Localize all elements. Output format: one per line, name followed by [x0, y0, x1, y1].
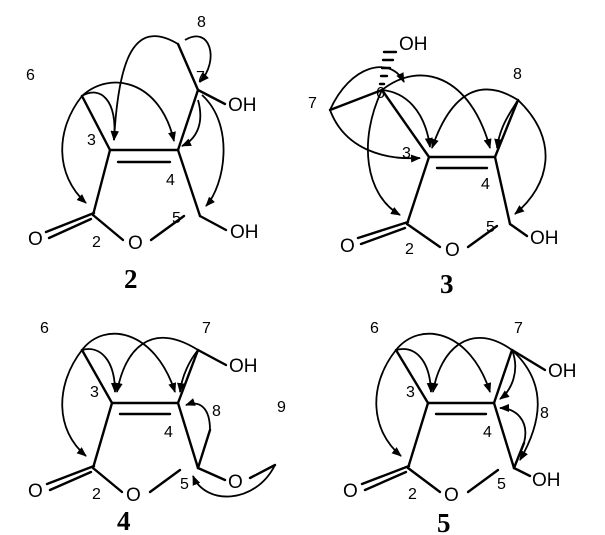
compound-3-atom-number: 7 [308, 95, 317, 112]
compound-5-bonds [360, 348, 547, 494]
compound-5-hmbc-arrows [375, 332, 539, 461]
compound-4-atom-number: 2 [92, 486, 101, 503]
compound-3-atom-number: 8 [513, 66, 522, 83]
compound-2-ring-oxygen: O [128, 233, 143, 254]
compound-5-hydroxyl-label: OH [548, 361, 577, 382]
compound-3: 6 7 8 3 4 2 5 OH O O OH 3 [308, 34, 559, 299]
compound-3-atom-number: 5 [486, 219, 495, 236]
compound-5-atom-number: 2 [408, 486, 417, 503]
compound-5: 6 7 8 3 4 2 5 OH O O OH 5 [343, 320, 577, 535]
compound-4-bonds [45, 348, 277, 494]
compound-4-atom-number: 8 [212, 403, 221, 420]
compound-5-atom-number: 8 [540, 405, 549, 422]
compound-2-atom-number: 4 [166, 172, 175, 189]
compound-5-atom-number: 6 [370, 320, 379, 337]
compound-5-atom-number: 5 [497, 476, 506, 493]
compound-3-label: 3 [440, 269, 454, 299]
compound-5-ring-oxygen: O [444, 485, 459, 506]
compound-5-atom-number: 7 [514, 320, 523, 337]
compound-2-label: 2 [124, 264, 138, 294]
compound-3-atom-number: 2 [405, 241, 414, 258]
compound-2-hydroxyl-label: OH [228, 95, 257, 116]
compound-2-labels: 6 8 7 3 4 2 5 OH O O OH [26, 14, 259, 254]
compound-4-atom-number: 5 [180, 476, 189, 493]
compound-2-atom-number: 3 [87, 132, 96, 149]
compound-2-atom-number: 2 [92, 234, 101, 251]
compound-5-atom-number: 3 [406, 384, 415, 401]
compound-5-label: 5 [437, 508, 451, 535]
compound-3-carbonyl-oxygen: O [340, 236, 355, 257]
compound-4-hydroxyl-label: OH [229, 356, 258, 377]
compound-4-label: 4 [117, 506, 131, 535]
compound-3-hydroxyl-label: OH [399, 34, 428, 55]
compound-4-hmbc-arrows [61, 332, 276, 498]
compound-2-hmbc-arrows [61, 35, 225, 207]
compound-3-hydroxyl-label: OH [530, 228, 559, 249]
compound-5-hydroxyl-label: OH [532, 470, 561, 491]
compound-5-carbonyl-oxygen: O [343, 481, 358, 502]
compound-3-labels: 6 7 8 3 4 2 5 OH O O OH [308, 34, 559, 261]
compound-4-atom-number: 4 [164, 424, 173, 441]
compound-3-atom-number: 4 [481, 176, 490, 193]
compound-2-atom-number: 5 [172, 210, 181, 227]
compound-4-carbonyl-oxygen: O [28, 481, 43, 502]
compound-4-atom-number: 6 [40, 320, 49, 337]
compound-2: 6 8 7 3 4 2 5 OH O O OH 2 [26, 14, 259, 294]
compound-2-atom-number: 6 [26, 67, 35, 84]
compound-4: 6 7 8 9 3 4 2 5 OH O O O 4 [28, 320, 286, 535]
compound-3-atom-number: 3 [402, 145, 411, 162]
compound-4-atom-number: 7 [202, 320, 211, 337]
compound-5-atom-number: 4 [483, 424, 492, 441]
compound-4-methoxy-oxygen: O [228, 472, 243, 493]
compound-3-ring-oxygen: O [445, 240, 460, 261]
compound-3-atom-number: 6 [376, 85, 385, 102]
compound-2-atom-number: 7 [196, 69, 205, 86]
compound-2-hydroxyl-label: OH [230, 222, 259, 243]
compound-3-hmbc-arrows [329, 66, 547, 216]
compound-4-atom-number: 3 [90, 384, 99, 401]
compound-2-atom-number: 8 [197, 14, 206, 31]
compound-2-carbonyl-oxygen: O [28, 229, 43, 250]
compound-4-atom-number: 9 [277, 399, 286, 416]
compound-3-bonds [328, 88, 529, 249]
compound-5-labels: 6 7 8 3 4 2 5 OH O O OH [343, 320, 577, 506]
compound-4-ring-oxygen: O [126, 485, 141, 506]
compound-4-labels: 6 7 8 9 3 4 2 5 OH O O O [28, 320, 286, 506]
